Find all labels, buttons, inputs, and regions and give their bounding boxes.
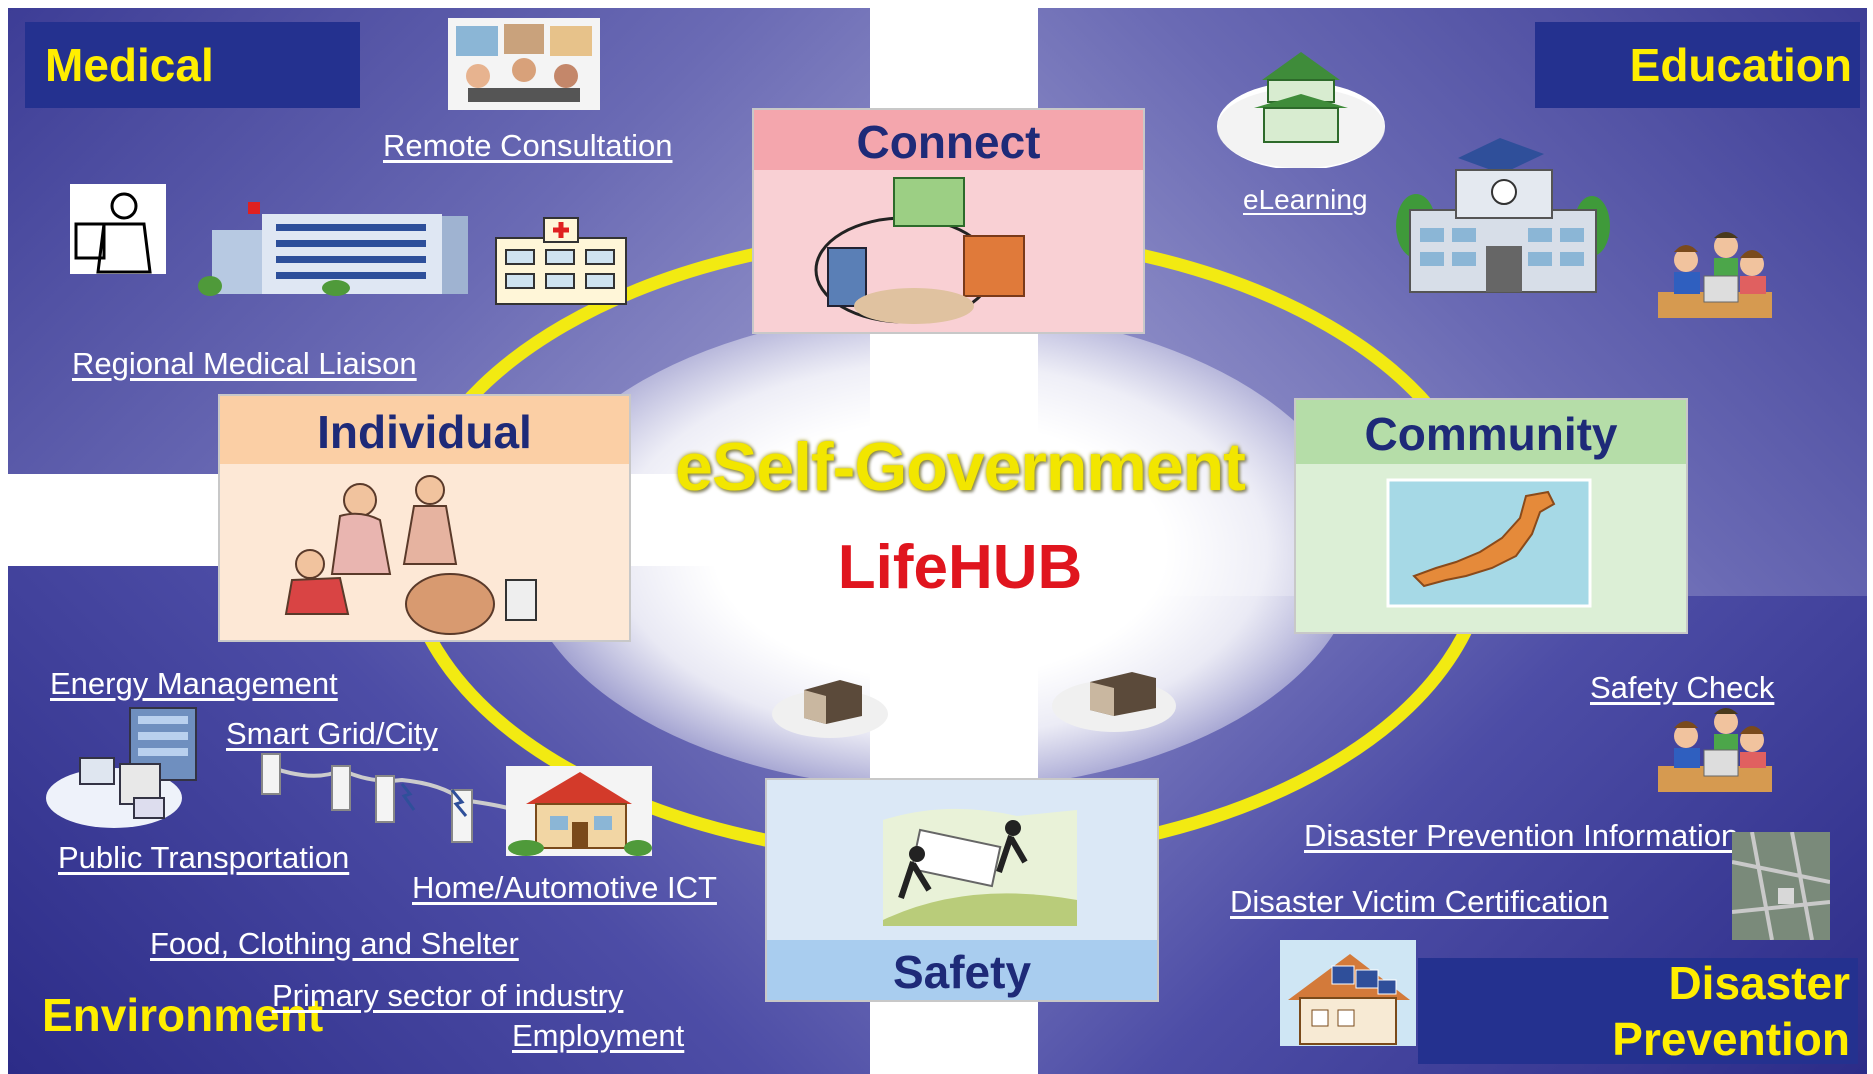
center-glow (520, 310, 1360, 790)
connect-title: Connect (754, 110, 1143, 170)
network-buildings-icon (814, 177, 1025, 324)
safety-check-link[interactable]: Safety Check (1590, 670, 1775, 705)
house-solar-icon (506, 766, 652, 856)
disaster-title: Disaster Prevention (1418, 957, 1858, 1065)
food-clothing-shelter-link[interactable]: Food, Clothing and Shelter (150, 926, 519, 961)
safety-card[interactable]: Safety (765, 778, 1159, 1002)
public-transportation-link[interactable]: Public Transportation (58, 840, 350, 875)
employment-link[interactable]: Employment (512, 1018, 685, 1053)
regional-medical-liaison-link[interactable]: Regional Medical Liaison (72, 346, 417, 381)
primary-sector-link[interactable]: Primary sector of industry (272, 978, 624, 1013)
remote-consultation-link[interactable]: Remote Consultation (383, 128, 673, 163)
elearning-link[interactable]: eLearning (1243, 184, 1368, 215)
connect-card[interactable]: Connect (752, 108, 1145, 334)
hospital-building-icon (198, 202, 468, 296)
environment-title: Environment (42, 989, 324, 1041)
server-right-icon (1052, 672, 1176, 732)
school-building-icon (1396, 138, 1610, 293)
power-line-icon (261, 753, 509, 843)
aerial-map-icon (1732, 832, 1830, 940)
video-conference-icon (448, 18, 600, 110)
server-left-icon (772, 680, 888, 738)
individual-card[interactable]: Individual (218, 394, 631, 642)
family-icon (284, 475, 537, 635)
safety-title: Safety (767, 940, 1157, 1000)
energy-management-link[interactable]: Energy Management (50, 666, 338, 701)
office-equipment-icon (46, 707, 197, 828)
medical-title: Medical (25, 22, 360, 108)
hub-title: eSelf-Government (675, 429, 1246, 505)
disaster-victim-certification-link[interactable]: Disaster Victim Certification (1230, 884, 1609, 919)
teamwork-icon (883, 808, 1077, 926)
house-solar-panels-icon (1280, 940, 1416, 1046)
individual-title: Individual (220, 396, 629, 464)
children-safety-icon (1658, 708, 1772, 792)
doctor-clipboard-icon (70, 184, 166, 274)
clinic-icon (495, 217, 627, 305)
children-computer-icon (1658, 232, 1772, 318)
disaster-prevention-info-link[interactable]: Disaster Prevention Information (1304, 818, 1739, 853)
community-title: Community (1296, 400, 1686, 464)
education-title: Education (1535, 22, 1860, 108)
disaster-title-line2: Prevention (1612, 1013, 1850, 1065)
smart-grid-link[interactable]: Smart Grid/City (226, 716, 438, 751)
disaster-title-line1: Disaster (1668, 957, 1850, 1009)
house-icon (1217, 52, 1385, 168)
japan-map-icon (1386, 478, 1592, 608)
hub-subtitle: LifeHUB (837, 533, 1083, 602)
home-automotive-ict-link[interactable]: Home/Automotive ICT (412, 870, 717, 905)
community-card[interactable]: Community (1294, 398, 1688, 634)
